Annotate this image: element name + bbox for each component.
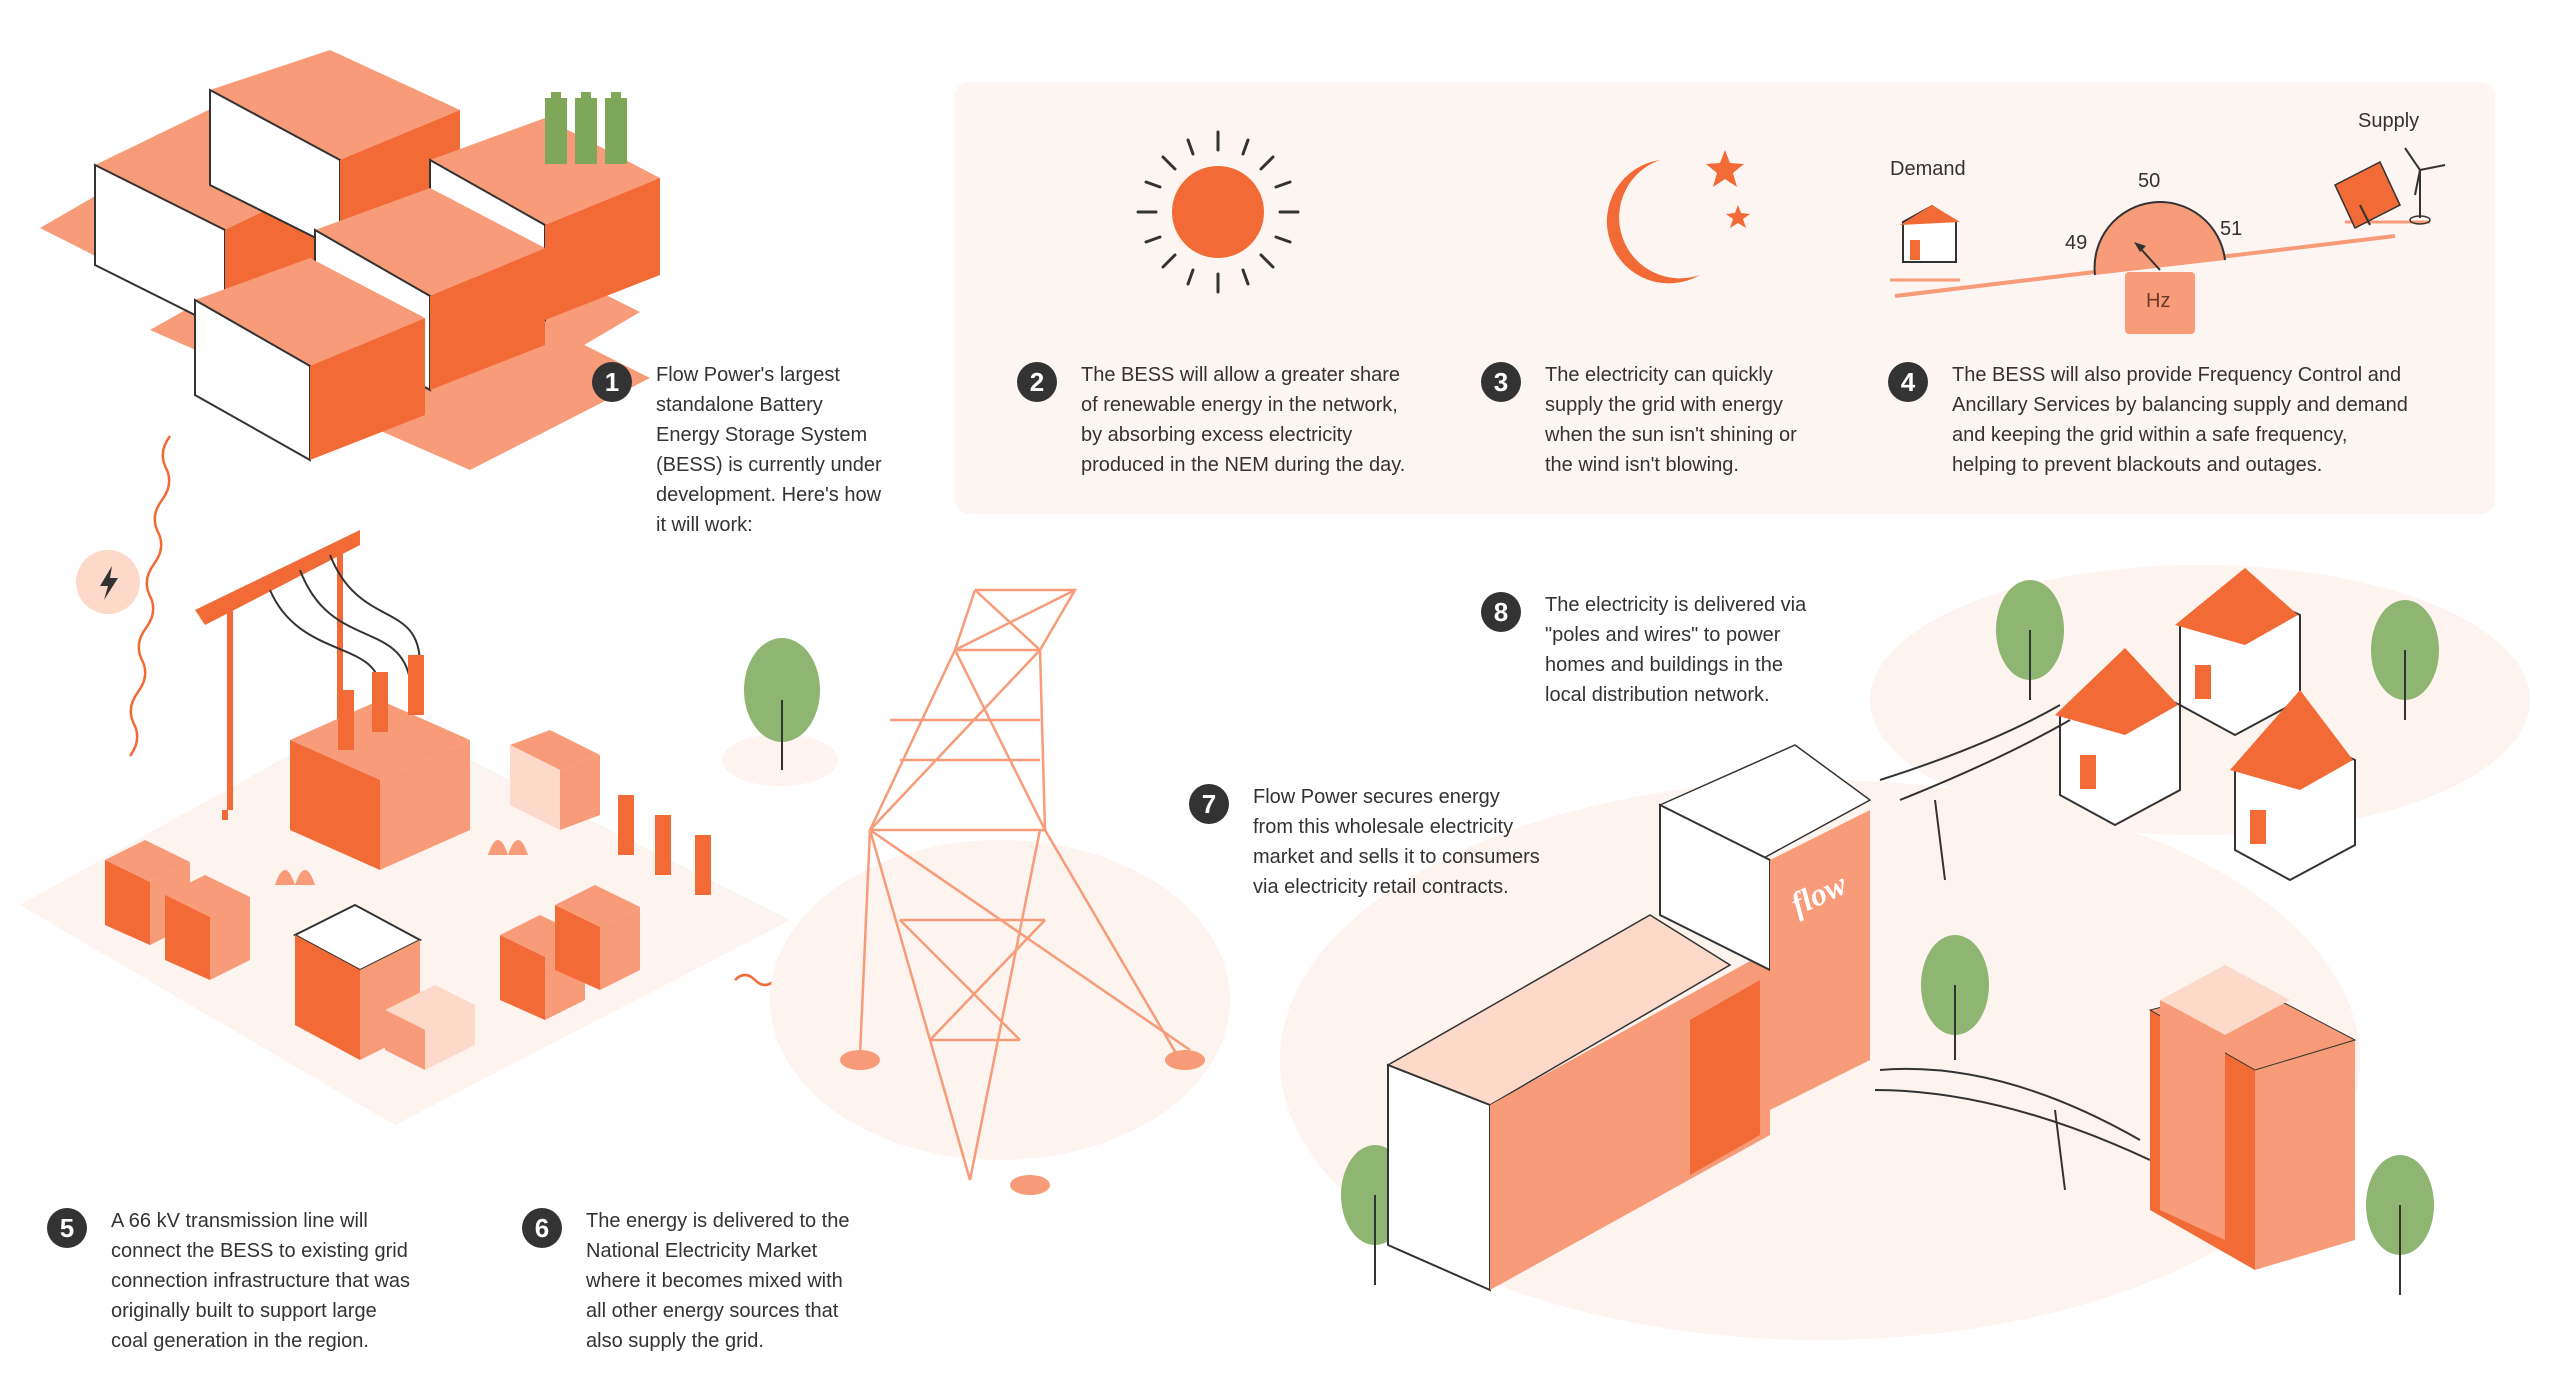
step-3: 3 The electricity can quickly supply the… <box>1481 360 1865 480</box>
step-badge: 7 <box>1189 784 1229 824</box>
star-icon <box>1706 150 1744 187</box>
hz-label: Hz <box>2146 290 2171 312</box>
step-text: Flow Power's largest standalone Battery … <box>656 364 882 536</box>
step-badge: 3 <box>1481 362 1521 402</box>
substation-icon <box>20 530 790 1125</box>
step-text: The electricity is delivered via "poles … <box>1545 594 1807 706</box>
step-7: 7 Flow Power secures energy from this wh… <box>1189 782 1583 902</box>
wind-turbine-icon <box>2404 147 2446 225</box>
step-8: 8 The electricity is delivered via "pole… <box>1481 590 1865 710</box>
step-text: The BESS will allow a greater share of r… <box>1081 364 1406 476</box>
frequency-tick-51: 51 <box>2220 218 2243 240</box>
battery-icon <box>545 92 627 164</box>
house-icon <box>1900 204 1960 263</box>
tree-icon <box>2366 1155 2434 1295</box>
moon-icon <box>1606 160 1700 284</box>
bess-containers <box>40 50 660 470</box>
gauge-icon <box>1890 201 2430 334</box>
step-text: A 66 kV transmission line will connect t… <box>111 1210 411 1352</box>
step-2: 2 The BESS will allow a greater share of… <box>1017 360 1461 480</box>
tree-icon <box>1996 580 2064 700</box>
step-badge: 5 <box>47 1208 87 1248</box>
step-1: 1 Flow Power's largest standalone Batter… <box>592 360 936 540</box>
step-6: 6 The energy is delivered to the Nationa… <box>522 1206 906 1356</box>
star-icon <box>1726 205 1750 228</box>
tree-icon <box>2371 600 2439 720</box>
demand-label: Demand <box>1890 158 1966 180</box>
step-5: 5 A 66 kV transmission line will connect… <box>47 1206 471 1356</box>
tree-icon <box>722 638 838 786</box>
step-text: The BESS will also provide Frequency Con… <box>1952 364 2408 476</box>
office-building-icon <box>2148 965 2357 1270</box>
supply-label: Supply <box>2358 110 2420 132</box>
transmission-tower-icon <box>770 588 1230 1195</box>
frequency-tick-50: 50 <box>2138 170 2161 192</box>
power-lines <box>1874 704 2151 1191</box>
step-badge: 1 <box>592 362 632 402</box>
house-icon <box>2230 690 2356 882</box>
office-building-icon: flow <box>1386 744 1872 1292</box>
explanation-panel <box>955 82 2495 514</box>
sun-icon <box>1136 130 1300 294</box>
bolt-icon <box>76 550 140 614</box>
step-text: The electricity can quickly supply the g… <box>1545 364 1797 476</box>
step-badge: 4 <box>1888 362 1928 402</box>
step-text: Flow Power secures energy from this whol… <box>1253 786 1540 898</box>
frequency-tick-49: 49 <box>2065 232 2088 254</box>
solar-panel-icon <box>2334 160 2401 230</box>
step-text: The energy is delivered to the National … <box>586 1210 850 1352</box>
house-icon <box>2055 648 2181 827</box>
step-badge: 8 <box>1481 592 1521 632</box>
connection-wire <box>128 435 172 757</box>
step-badge: 6 <box>522 1208 562 1248</box>
tree-icon <box>1921 935 1989 1060</box>
step-badge: 2 <box>1017 362 1057 402</box>
step-4: 4 The BESS will also provide Frequency C… <box>1888 360 2472 480</box>
